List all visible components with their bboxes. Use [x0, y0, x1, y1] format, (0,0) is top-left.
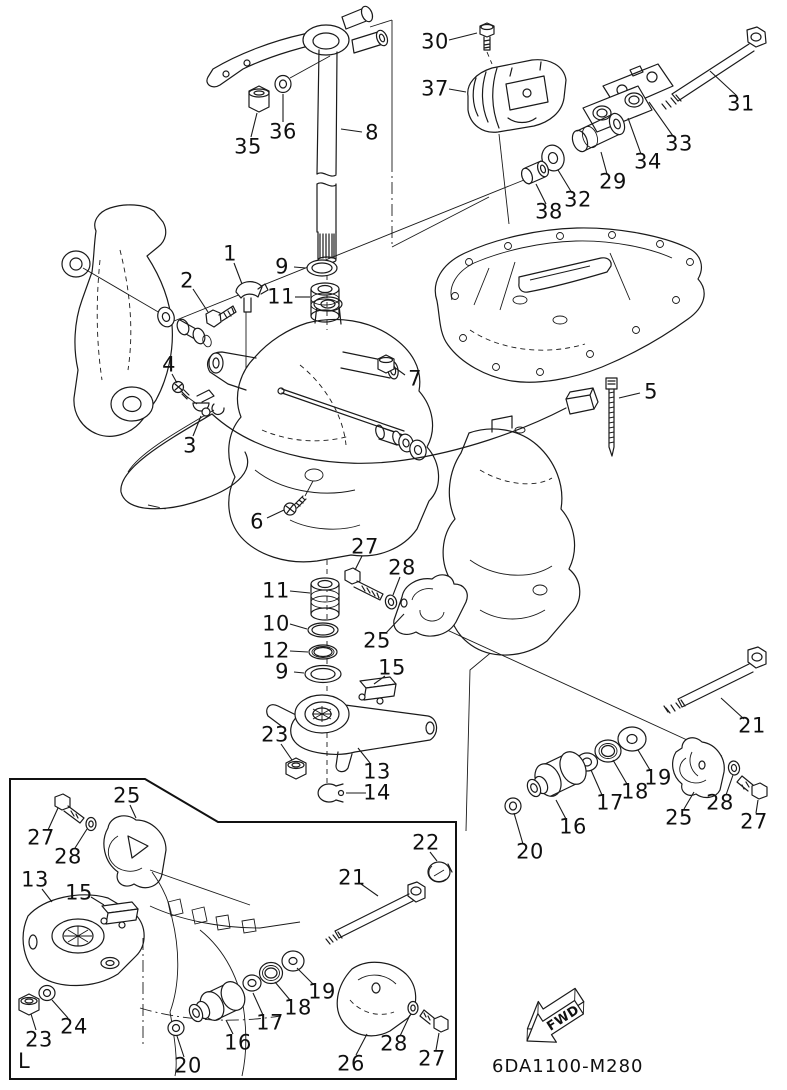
- leader-line-6-19: [266, 509, 285, 519]
- leader-line-12-25: [289, 650, 309, 653]
- leader-line-27-56: [435, 1032, 440, 1051]
- leader-line-28-21: [392, 576, 401, 596]
- leader-line-1-11: [233, 262, 243, 285]
- leader-line-3-17: [192, 415, 202, 437]
- leader-line-33-3: [648, 101, 674, 137]
- steering-arm-and-shaft: [206, 5, 389, 264]
- steering-stopper-and-bolt: [205, 281, 269, 372]
- leader-line-27-41: [47, 807, 59, 831]
- leader-line-8-10: [340, 128, 363, 133]
- leader-line-13-29: [357, 747, 371, 764]
- leader-line-22-47: [429, 851, 438, 862]
- leader-line-25-37: [683, 791, 695, 810]
- leader-line-20-36: [513, 812, 524, 845]
- steering-bushing-stack: [304, 259, 342, 700]
- leader-line-9-13: [293, 266, 307, 269]
- leader-line-18-50: [274, 981, 291, 1001]
- leader-line-32-6: [557, 169, 573, 194]
- mount-clamp-center: [344, 567, 723, 757]
- leader-line-2-12: [192, 288, 209, 313]
- sensor-cable-and-clamp: [120, 377, 618, 510]
- leader-line-24-46: [51, 999, 69, 1019]
- leader-line-18-33: [612, 759, 628, 785]
- leader-line-4-15: [171, 373, 178, 384]
- leader-line-7-16: [393, 366, 406, 376]
- steering-mount-bracket: [266, 676, 438, 803]
- leader-line-5-18: [618, 392, 641, 399]
- leader-line-17-34: [590, 769, 603, 796]
- leader-line-20-53: [176, 1035, 185, 1058]
- leader-line-25-40: [129, 804, 137, 819]
- lower-casting: [442, 415, 581, 656]
- upper-casting: [434, 227, 705, 383]
- leader-line-27-20: [354, 555, 363, 571]
- leader-line-16-35: [555, 799, 567, 820]
- leader-line-35-8: [250, 112, 258, 138]
- leader-line-34-4: [627, 117, 642, 155]
- leader-line-37-1: [448, 88, 467, 93]
- leader-line-28-42: [74, 828, 88, 849]
- leader-line-16-52: [225, 1019, 234, 1035]
- leader-line-11-23: [289, 590, 311, 594]
- leader-line-10-24: [289, 623, 308, 630]
- leader-line-23-28: [280, 743, 293, 761]
- leader-line-23-45: [30, 1013, 37, 1031]
- upper-mount-subassembly: [173, 22, 767, 322]
- leader-line-28-55: [399, 1014, 411, 1037]
- leader-line-27-39: [755, 799, 759, 814]
- leader-line-38-7: [535, 183, 547, 205]
- leader-line-15-27: [373, 675, 386, 685]
- leader-line-29-5: [600, 151, 608, 175]
- leader-line-13-43: [41, 888, 53, 903]
- drawing-code: 6DA1100-M280: [492, 1056, 644, 1077]
- leader-line-9-26: [293, 671, 305, 674]
- lower-mount-right: [504, 646, 768, 815]
- view-l-label: L: [18, 1049, 30, 1073]
- leader-line-19-32: [637, 749, 651, 771]
- leader-line-19-49: [296, 967, 314, 985]
- transom-bracket: [61, 204, 212, 437]
- leader-line-30-0: [448, 32, 478, 41]
- inset-box: L: [9, 778, 457, 1080]
- fwd-arrow: FWD: [526, 987, 585, 1043]
- leader-line-31-2: [709, 70, 738, 97]
- leader-line-28-38: [725, 774, 734, 796]
- leader-line-26-54: [355, 1033, 368, 1056]
- leader-line-21-31: [720, 697, 745, 720]
- swivel-bracket: [207, 296, 440, 563]
- leader-line-17-51: [252, 992, 264, 1016]
- callout-leader-lines: [30, 32, 759, 1058]
- leader-line-25-22: [385, 613, 405, 634]
- leader-line-15-44: [90, 896, 105, 906]
- leader-line-21-48: [360, 883, 379, 897]
